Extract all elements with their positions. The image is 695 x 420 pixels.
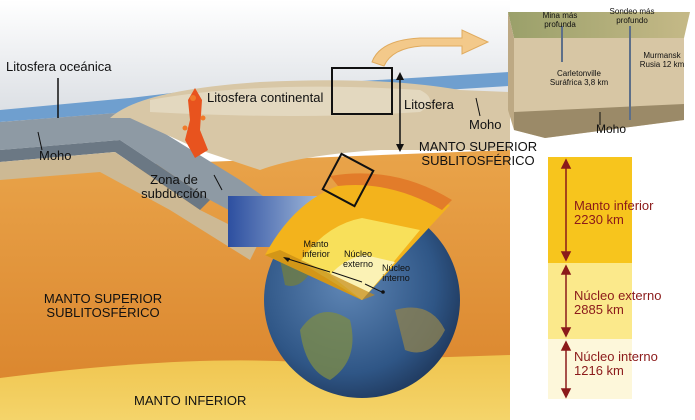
- arrowhead: [381, 290, 385, 294]
- inset-side-face: [508, 12, 514, 130]
- cutaway-inner-core: [330, 255, 395, 300]
- zoom-box-globe: [321, 152, 375, 208]
- label-globe-nucleo-externo: Núcleo externo: [336, 249, 380, 270]
- label-zona-subduccion-line1: Zona de: [150, 172, 198, 187]
- scale-value-manto-inferior: 2230 km: [574, 212, 624, 228]
- scale-name-nucleo-externo: Núcleo externo: [574, 288, 662, 303]
- label-manto-superior-right-line2: SUBLITOSFÉRICO: [421, 153, 535, 169]
- label-murmansk-line2: Rusia 12 km: [639, 59, 685, 69]
- arrowhead: [396, 72, 404, 80]
- label-carletonville-line1: Carletonville: [556, 69, 602, 78]
- moho-line-oceanic: [0, 140, 210, 210]
- lithospheric-mantle: [0, 152, 260, 260]
- label-mina-line2: profunda: [544, 19, 576, 29]
- label-globe-nucleo-ext-line1: Núcleo: [343, 249, 372, 259]
- inset-moho-band: [514, 104, 684, 138]
- cutaway-crust: [330, 173, 452, 210]
- magma-drop: [200, 115, 206, 121]
- radius-arrow-inner-core: [364, 283, 383, 293]
- zoom-box-lithosphere: [331, 67, 393, 115]
- label-carletonville-line2: Suráfrica 3,8 km: [549, 77, 609, 87]
- label-mina-mas-profunda: Mina más profunda: [530, 11, 590, 30]
- scale-value-nucleo-interno: 1216 km: [574, 363, 624, 379]
- magma-drop: [190, 95, 196, 101]
- scale-label-nucleo-externo: Núcleo externo 2885 km: [574, 288, 662, 318]
- radius-arrow-mantle: [284, 257, 331, 273]
- label-globe-manto-line1: Manto: [303, 239, 329, 249]
- pointer-subduction: [213, 174, 223, 191]
- label-globe-manto-inferior: Manto inferior: [296, 239, 336, 260]
- label-litosfera: Litosfera: [404, 97, 454, 112]
- label-globe-nucleo-int-line1: Núcleo: [381, 263, 410, 273]
- scale-nucleo-externo: [548, 263, 632, 339]
- label-manto-superior-left: MANTO SUPERIOR SUBLITOSFÉRICO: [18, 291, 188, 321]
- label-litosfera-continental: Litosfera continental: [207, 90, 324, 105]
- scale-value-nucleo-externo: 2885 km: [574, 302, 624, 318]
- arrowhead: [396, 144, 404, 152]
- scale-arrows: [560, 158, 572, 399]
- scale-name-manto-inferior: Manto inferior: [574, 198, 654, 213]
- label-globe-nucleo-ext-line2: externo: [342, 258, 374, 269]
- label-manto-superior-right: MANTO SUPERIOR SUBLITOSFÉRICO: [408, 139, 548, 169]
- arrowhead: [283, 257, 290, 262]
- label-globe-nucleo-int-line2: interno: [382, 272, 410, 283]
- label-mina-line1: Mina más: [542, 11, 578, 20]
- label-litosfera-oceanica: Litosfera oceánica: [6, 59, 112, 74]
- scale-label-manto-inferior: Manto inferior 2230 km: [574, 198, 654, 228]
- pointer-moho-left: [37, 131, 43, 151]
- label-murmansk-line1: Murmansk: [643, 51, 681, 60]
- label-murmansk: Murmansk Rusia 12 km: [634, 51, 690, 70]
- label-sondeo-line1: Sondeo más: [609, 7, 655, 16]
- curved-arrow-to-inset: [371, 29, 490, 67]
- label-moho-mid: Moho: [469, 117, 502, 132]
- scale-manto-inferior: [548, 157, 632, 263]
- inset-surface: [508, 12, 690, 38]
- continental-crust-top: [150, 86, 430, 116]
- pointer-moho-mid: [475, 97, 481, 117]
- label-moho-left: Moho: [39, 148, 72, 163]
- scale-name-nucleo-interno: Núcleo interno: [574, 349, 658, 364]
- label-sondeo-line2: profundo: [616, 15, 648, 25]
- label-manto-superior-right-line1: MANTO SUPERIOR: [418, 139, 538, 154]
- label-manto-superior-left-line1: MANTO SUPERIOR: [43, 291, 163, 306]
- label-manto-superior-left-line2: SUBLITOSFÉRICO: [46, 305, 160, 321]
- magma-plume: [185, 88, 208, 158]
- label-manto-inferior-bottom: MANTO INFERIOR: [134, 393, 247, 408]
- label-sondeo-mas-profundo: Sondeo más profundo: [600, 7, 664, 26]
- magma-drop: [182, 125, 188, 131]
- continent-shape: [300, 312, 353, 380]
- scale-label-nucleo-interno: Núcleo interno 1216 km: [574, 349, 658, 379]
- label-globe-manto-line2: inferior: [302, 248, 330, 259]
- radius-arrow-outer-core: [331, 271, 363, 283]
- oceanic-lithosphere-slab: [0, 112, 290, 232]
- continent-shape: [395, 307, 445, 353]
- label-moho-inset: Moho: [596, 122, 627, 136]
- label-globe-nucleo-interno: Núcleo interno: [374, 263, 418, 284]
- label-carletonville: Carletonville Suráfrica 3,8 km: [542, 69, 616, 88]
- cutaway-edge: [265, 250, 375, 300]
- label-zona-subduccion: Zona de subducción: [128, 172, 220, 202]
- label-zona-subduccion-line2: subducción: [141, 186, 207, 202]
